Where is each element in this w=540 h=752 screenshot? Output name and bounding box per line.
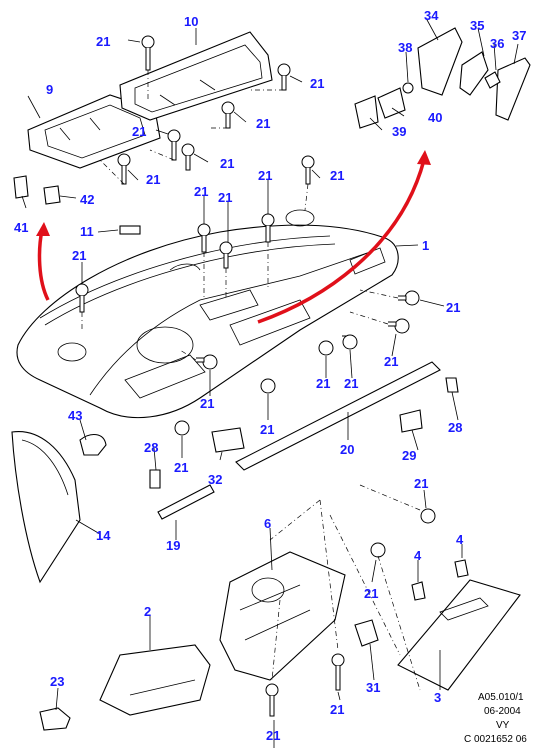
part-label-21: 21: [260, 422, 274, 437]
alignment-lines: [81, 70, 421, 691]
part-label-21: 21: [174, 460, 188, 475]
side-cover-part: [11, 431, 81, 584]
part-label-10: 10: [184, 14, 198, 29]
part-label-21: 21: [146, 172, 160, 187]
instrument-panel-part: [16, 209, 399, 419]
part-label-21: 21: [200, 396, 214, 411]
part-label-35: 35: [470, 18, 484, 33]
part-label-21: 21: [446, 300, 460, 315]
part-label-6: 6: [264, 516, 271, 531]
part-label-21: 21: [316, 376, 330, 391]
reference-drawing-number: C 0021652 06: [464, 734, 527, 745]
trim-panel-part: [27, 94, 161, 169]
drawing-reference-block: A05.010/1 06-2004 VY C 0021652 06: [464, 692, 527, 745]
lower-cover-part: [99, 644, 211, 716]
glovebox-frame-part: [219, 551, 346, 681]
part-label-21: 21: [310, 76, 324, 91]
glovebox-door-part: [397, 579, 521, 691]
part-number-labels: 10 9 11 1 41 42 34 35 36 37 38 40 39 43 …: [14, 8, 526, 743]
part-label-21: 21: [218, 190, 232, 205]
part-label-21: 21: [330, 168, 344, 183]
part-label-11: 11: [80, 224, 94, 239]
part-label-23: 23: [50, 674, 64, 689]
part-label-21: 21: [344, 376, 358, 391]
reference-initials: VY: [496, 720, 510, 731]
part-label-21: 21: [258, 168, 272, 183]
part-label-21: 21: [330, 702, 344, 717]
trim-strip-part: [235, 361, 441, 471]
lower-strip-part: [157, 484, 215, 520]
part-label-21: 21: [266, 728, 280, 743]
part-label-31: 31: [366, 680, 380, 695]
reference-date: 06-2004: [484, 706, 521, 717]
part-label-9: 9: [46, 82, 53, 97]
part-label-43: 43: [68, 408, 82, 423]
part-label-28b: 28: [448, 420, 462, 435]
part-label-34: 34: [424, 8, 439, 23]
part-label-21: 21: [220, 156, 234, 171]
part-label-4b: 4: [456, 532, 464, 547]
hardware-clips-part: [13, 175, 469, 731]
part-label-21: 21: [96, 34, 110, 49]
part-label-42: 42: [80, 192, 94, 207]
part-label-21: 21: [194, 184, 208, 199]
reference-code: A05.010/1: [478, 692, 524, 703]
part-label-20: 20: [340, 442, 354, 457]
part-label-29: 29: [402, 448, 416, 463]
part-label-39: 39: [392, 124, 406, 139]
part-label-21: 21: [72, 248, 86, 263]
trim-panel-upper-part: [119, 31, 273, 121]
part-label-1: 1: [422, 238, 429, 253]
leader-lines: [21, 17, 519, 748]
part-label-21: 21: [414, 476, 428, 491]
screws: [75, 35, 436, 717]
part-label-36: 36: [490, 36, 504, 51]
part-label-28a: 28: [144, 440, 158, 455]
part-label-21: 21: [384, 354, 398, 369]
part-label-37: 37: [512, 28, 526, 43]
part-label-3: 3: [434, 690, 441, 705]
part-label-21: 21: [132, 124, 146, 139]
part-label-4a: 4: [414, 548, 422, 563]
screw-part: [141, 35, 155, 71]
part-label-2: 2: [144, 604, 151, 619]
part-label-38: 38: [398, 40, 412, 55]
part-label-19: 19: [166, 538, 180, 553]
part-label-14: 14: [96, 528, 111, 543]
part-label-21: 21: [256, 116, 270, 131]
part-label-41: 41: [14, 220, 28, 235]
part-label-32: 32: [208, 472, 222, 487]
part-label-21: 21: [364, 586, 378, 601]
part-label-40: 40: [428, 110, 442, 125]
red-arrows: [36, 150, 431, 324]
